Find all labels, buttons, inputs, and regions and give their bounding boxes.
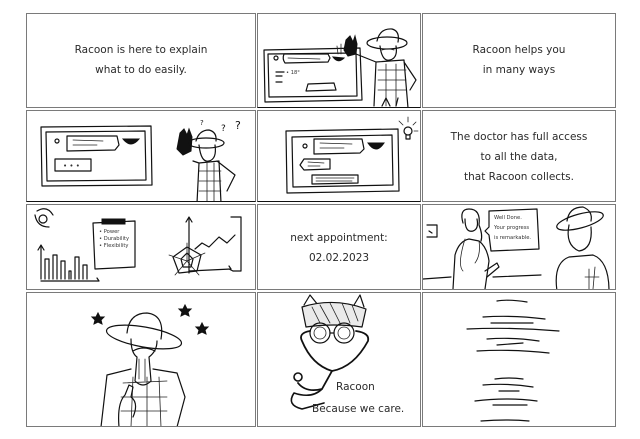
data-charts-sketch: • Power • Durability • Flexibility xyxy=(34,208,242,282)
panel-1-intro-text: Racoon is here to explain what to do eas… xyxy=(26,13,256,108)
scribble-placeholder-text xyxy=(466,299,560,422)
question-mark: ? xyxy=(200,119,204,127)
panel-caption: Racoon helps you in many ways xyxy=(423,40,615,80)
chat-idea-sketch xyxy=(285,116,419,194)
caption-line: that Racoon collects. xyxy=(464,171,574,183)
appointment-caption: next appointment: 02.02.2023 xyxy=(258,228,420,268)
caption-line: Racoon is here to explain xyxy=(74,44,208,56)
panel-6-doctor-access-text: The doctor has full access to all the da… xyxy=(422,110,616,202)
question-mark: ? xyxy=(235,119,241,132)
clipboard-item: • Flexibility xyxy=(99,243,128,249)
caption-line: to all the data, xyxy=(480,151,558,163)
question-mark: ? xyxy=(221,124,226,134)
panel-9-doctor-farmer: Well Done. Your progress is remarkable. xyxy=(422,204,616,290)
confused-farmer-sketch: • • • ? ? ? xyxy=(40,119,241,201)
speech-line: Your progress xyxy=(493,225,529,231)
caption-line: Racoon helps you xyxy=(472,44,566,56)
caption-line: what to do easily. xyxy=(95,64,187,76)
farmer-tablet-sketch: • 18° xyxy=(263,28,417,107)
clipboard-item: • Durability xyxy=(99,236,129,242)
happy-farmer-sketch xyxy=(90,303,210,426)
panel-12-scribble-text xyxy=(422,292,616,427)
logo-name: Racoon xyxy=(336,381,375,393)
panel-3-helps-text: Racoon helps you in many ways xyxy=(422,13,616,108)
doctor-farmer-sketch: Well Done. Your progress is remarkable. xyxy=(423,206,610,289)
panel-5-chat-idea xyxy=(257,110,421,202)
racoon-doctor-logo xyxy=(290,294,370,410)
panel-4-confused-farmer: • • • ? ? ? xyxy=(26,110,256,202)
tablet-temperature-label: • 18° xyxy=(286,70,300,76)
appointment-label: next appointment: xyxy=(290,232,388,244)
caption-line: The doctor has full access xyxy=(450,131,588,143)
panel-10-happy-farmer xyxy=(26,292,256,427)
panel-8-appointment: next appointment: 02.02.2023 xyxy=(257,204,421,290)
speech-line: is remarkable. xyxy=(494,235,531,241)
panel-11-racoon-logo: Racoon Because we care. xyxy=(257,292,421,427)
panel-caption: The doctor has full access to all the da… xyxy=(423,127,615,187)
clipboard-item: • Power xyxy=(99,229,120,235)
logo-slogan: Because we care. xyxy=(312,403,405,415)
caption-line: in many ways xyxy=(482,64,556,76)
typing-indicator: • • • xyxy=(63,162,80,170)
panel-7-data-charts: • Power • Durability • Flexibility xyxy=(26,204,256,290)
panel-caption: Racoon is here to explain what to do eas… xyxy=(27,40,255,80)
speech-line: Well Done. xyxy=(494,215,522,221)
panel-2-farmer-tablet: • 18° xyxy=(257,13,421,108)
appointment-date: 02.02.2023 xyxy=(308,252,370,264)
